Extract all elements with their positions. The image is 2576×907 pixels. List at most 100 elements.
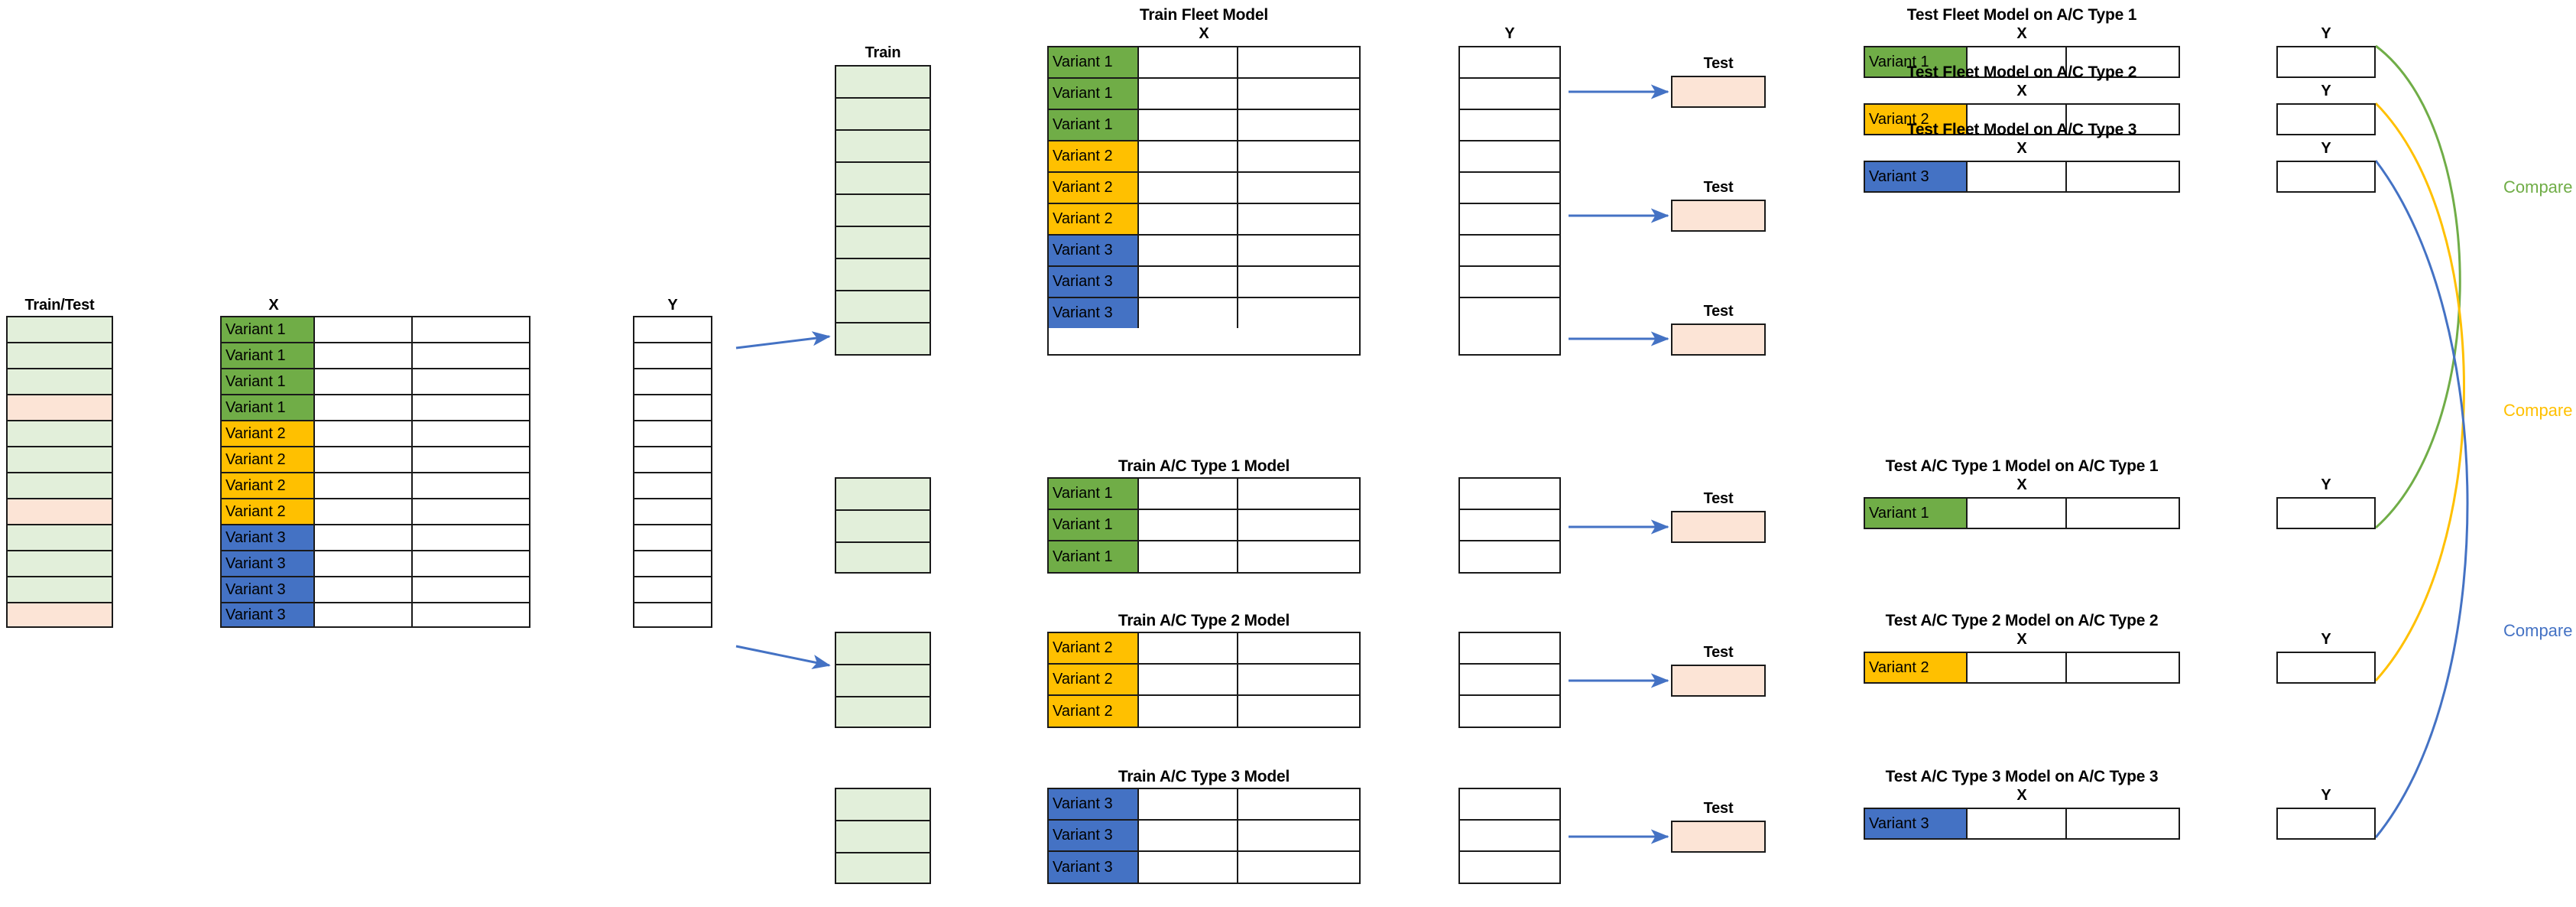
train-test-cell <box>8 317 112 343</box>
test-box-fleet-1 <box>1671 76 1766 108</box>
table-row: Variant 2 <box>1049 696 1359 727</box>
y-cell <box>634 369 711 395</box>
compare-curve-yellow <box>2374 102 2465 682</box>
test-header-type1: Test <box>1703 490 1734 507</box>
train-cell <box>836 291 930 323</box>
source-x-table: Variant 1 Variant 1 Variant 1 Variant 1 … <box>220 316 530 628</box>
table-row: Variant 3 <box>1049 789 1359 821</box>
variant-label: Variant 3 <box>1865 809 1968 838</box>
train-cell <box>836 259 930 291</box>
eval-title-t3-on-3: Test A/C Type 3 Model on A/C Type 3 <box>1885 768 2159 785</box>
table-row: Variant 3 <box>222 525 529 551</box>
eval-y-header-t1-on-1: Y <box>2321 476 2331 493</box>
source-y-header: Y <box>667 297 678 314</box>
eval-x-table-t2-on-2: Variant 2 <box>1864 652 2180 684</box>
variant-label: Variant 3 <box>1049 298 1139 328</box>
variant-label: Variant 2 <box>222 421 315 446</box>
y-cell <box>634 447 711 473</box>
variant-label: Variant 2 <box>1049 204 1139 234</box>
variant-label: Variant 1 <box>1049 510 1139 540</box>
train-fleet-x-header: X <box>1199 25 1209 42</box>
table-row: Variant 3 <box>222 551 529 577</box>
y-cell <box>634 603 711 626</box>
train-cell <box>836 511 930 543</box>
train-cell <box>836 697 930 727</box>
test-header-fleet-1: Test <box>1703 55 1734 72</box>
eval-y-header-fleet-on-3: Y <box>2321 140 2331 157</box>
eval-x-header-fleet-on-1: X <box>2016 25 2027 42</box>
eval-x-header-t3-on-3: X <box>2016 787 2027 804</box>
table-row: Variant 2 <box>222 447 529 473</box>
variant-label: Variant 3 <box>1049 852 1139 883</box>
variant-label: Variant 1 <box>1049 47 1139 77</box>
y-cell <box>1460 79 1559 110</box>
compare-curve-green <box>2375 44 2461 529</box>
train-cell <box>836 195 930 227</box>
train-type1-model-title: Train A/C Type 1 Model <box>1118 457 1290 475</box>
table-row: Variant 1 <box>222 343 529 369</box>
train-cell <box>836 163 930 195</box>
y-cell <box>634 577 711 603</box>
table-row: Variant 1 <box>1049 541 1359 572</box>
train-cell <box>836 323 930 354</box>
compare-label-1: Compare <box>2503 177 2573 197</box>
table-row: Variant 2 <box>1049 141 1359 173</box>
table-row: Variant 1 <box>1865 499 2179 528</box>
variant-label: Variant 1 <box>222 343 315 368</box>
eval-title-t1-on-1: Test A/C Type 1 Model on A/C Type 1 <box>1885 457 2159 475</box>
train-test-column <box>6 316 113 628</box>
table-row: Variant 1 <box>222 317 529 343</box>
train-test-cell <box>8 473 112 499</box>
test-box-type2 <box>1671 665 1766 697</box>
train-fleet-y-column <box>1458 46 1561 356</box>
y-cell <box>1460 236 1559 267</box>
table-row: Variant 3 <box>1049 236 1359 267</box>
train-test-cell <box>8 369 112 395</box>
variant-label: Variant 3 <box>222 551 315 576</box>
train-cell <box>836 821 930 853</box>
table-row: Variant 1 <box>1049 47 1359 79</box>
eval-x-table-fleet-on-3: Variant 3 <box>1864 161 2180 193</box>
eval-x-header-t2-on-2: X <box>2016 631 2027 648</box>
table-row: Variant 1 <box>1049 110 1359 141</box>
table-row: Variant 1 <box>222 369 529 395</box>
variant-label: Variant 1 <box>1049 541 1139 572</box>
test-header-type3: Test <box>1703 800 1734 817</box>
table-row: Variant 1 <box>1049 79 1359 110</box>
train-cell <box>836 633 930 665</box>
train-column-type3 <box>835 788 931 884</box>
train-column-type1 <box>835 477 931 574</box>
train-type2-model-title: Train A/C Type 2 Model <box>1118 612 1290 629</box>
y-cell <box>1460 298 1559 328</box>
eval-title-fleet-on-1: Test Fleet Model on A/C Type 1 <box>1906 6 2137 24</box>
y-cell <box>1460 541 1559 572</box>
table-row: Variant 3 <box>1049 821 1359 852</box>
y-cell <box>1460 479 1559 510</box>
variant-label: Variant 2 <box>1049 141 1139 171</box>
eval-y-header-t3-on-3: Y <box>2321 787 2331 804</box>
train-column-fleet <box>835 65 931 356</box>
y-cell <box>1460 821 1559 852</box>
variant-label: Variant 2 <box>1865 653 1968 682</box>
y-cell <box>634 395 711 421</box>
variant-label: Variant 3 <box>222 525 315 550</box>
train-type1-y-column <box>1458 477 1561 574</box>
train-test-cell <box>8 603 112 626</box>
train-type2-x-table: Variant 2 Variant 2 Variant 2 <box>1047 632 1361 728</box>
table-row: Variant 2 <box>1049 633 1359 665</box>
y-cell <box>634 317 711 343</box>
train-cell <box>836 99 930 131</box>
variant-label: Variant 3 <box>1049 236 1139 265</box>
train-test-cell <box>8 525 112 551</box>
table-row: Variant 1 <box>222 395 529 421</box>
variant-label: Variant 2 <box>222 447 315 472</box>
variant-label: Variant 1 <box>222 395 315 420</box>
y-cell <box>1460 267 1559 298</box>
variant-label: Variant 3 <box>222 603 315 626</box>
table-row: Variant 3 <box>1049 852 1359 883</box>
eval-x-header-fleet-on-2: X <box>2016 83 2027 99</box>
train-test-cell <box>8 421 112 447</box>
eval-x-table-t3-on-3: Variant 3 <box>1864 808 2180 840</box>
y-cell <box>1460 633 1559 665</box>
